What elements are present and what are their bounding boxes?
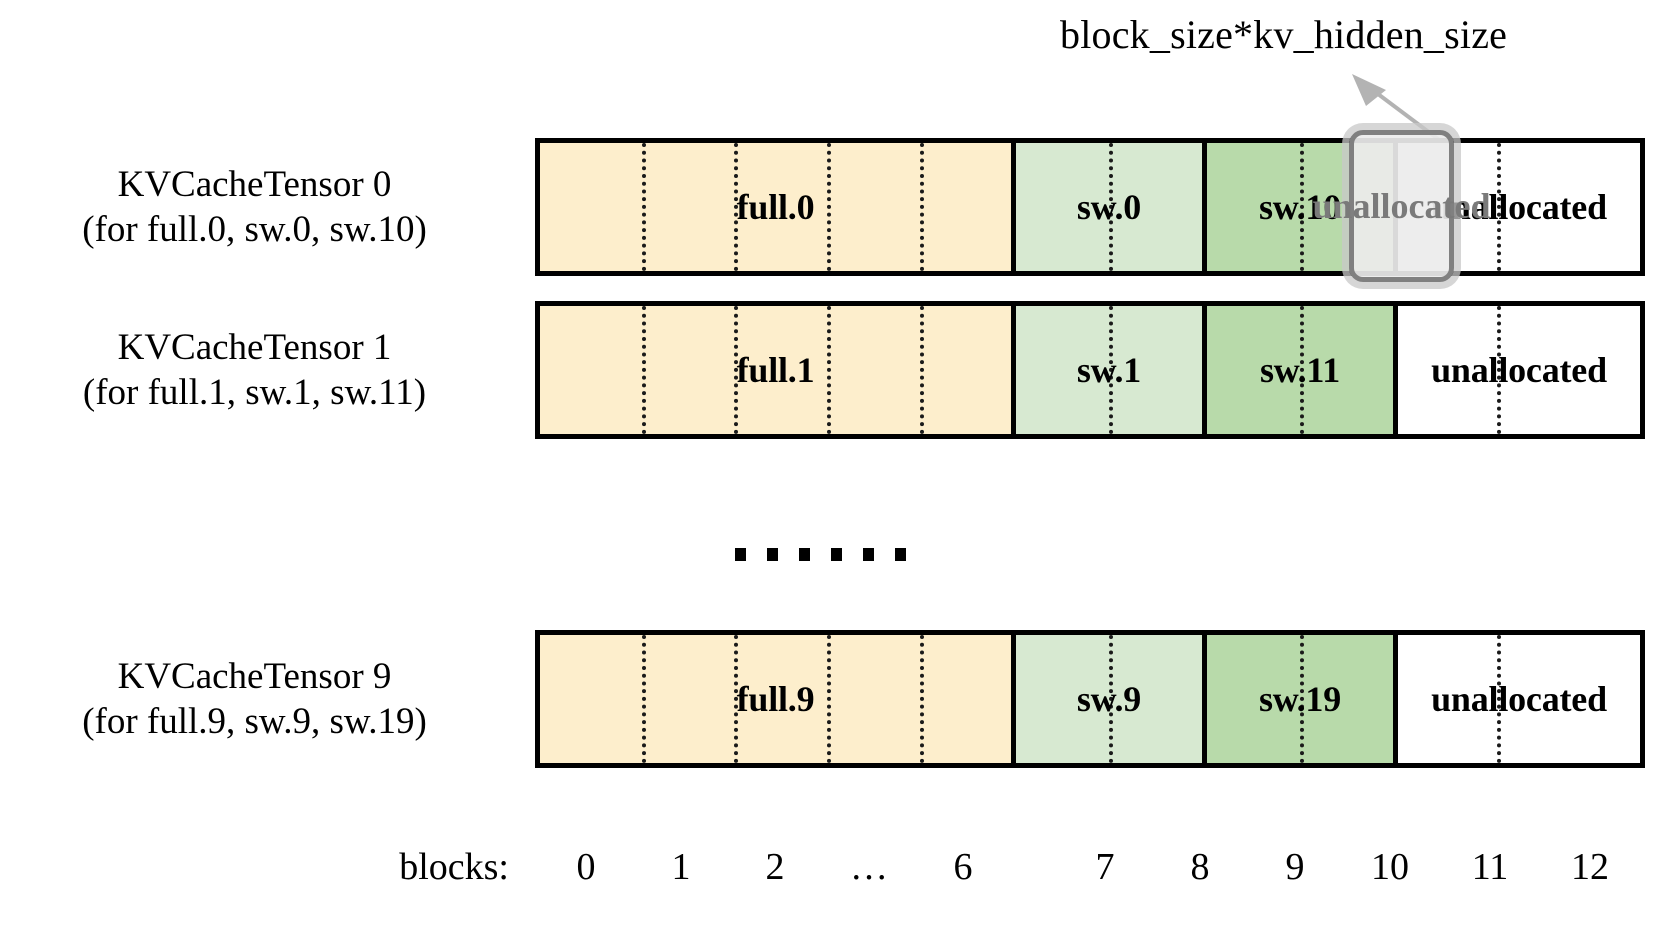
- segment-label: sw.9: [1076, 678, 1142, 719]
- tensor-bar: full.9 sw.9 sw.19 unallocated: [535, 630, 1645, 768]
- segment-label: sw.1: [1076, 349, 1142, 390]
- segment-full[interactable]: full.1: [540, 306, 1011, 434]
- tensor-row-label: KVCacheTensor 1 (for full.1, sw.1, sw.11…: [0, 325, 535, 415]
- tensor-row-label-line1: KVCacheTensor 1: [117, 326, 392, 368]
- segment-label: full.0: [736, 186, 815, 227]
- axis-tick: 8: [1190, 846, 1210, 888]
- segment-label: full.9: [736, 678, 815, 719]
- axis-tick: 0: [576, 846, 596, 888]
- axis-tick: 7: [1095, 846, 1115, 888]
- segment-sw-light[interactable]: sw.0: [1011, 143, 1202, 271]
- tensor-row-label-line1: KVCacheTensor 0: [117, 163, 392, 205]
- axis-tick: 9: [1285, 846, 1305, 888]
- tensor-row-label-line1: KVCacheTensor 9: [117, 655, 392, 697]
- axis-tick: 11: [1471, 846, 1509, 888]
- segment-label: unallocated: [1431, 349, 1607, 390]
- segment-full[interactable]: full.9: [540, 635, 1011, 763]
- segment-unallocated[interactable]: unallocated: [1393, 306, 1640, 434]
- blocks-axis-ticks: 0 1 2 … 6 7 8 9 10 11 12: [535, 848, 1645, 898]
- tensor-row-label-line2: (for full.1, sw.1, sw.11): [82, 372, 427, 413]
- tensor-row-label: KVCacheTensor 0 (for full.0, sw.0, sw.10…: [0, 162, 535, 252]
- segment-sw-dark[interactable]: sw.19: [1202, 635, 1393, 763]
- segment-label: sw.10: [1258, 186, 1342, 227]
- segment-full[interactable]: full.0: [540, 143, 1011, 271]
- segment-unallocated[interactable]: unallocated: [1393, 635, 1640, 763]
- segment-label: sw.19: [1258, 678, 1342, 719]
- axis-tick: 12: [1571, 846, 1609, 888]
- tensor-row: KVCacheTensor 1 (for full.1, sw.1, sw.11…: [0, 300, 1676, 440]
- block-highlight-label: unallocated: [1312, 185, 1491, 226]
- block-highlight-box[interactable]: unallocated: [1313, 130, 1491, 282]
- segment-sw-light[interactable]: sw.1: [1011, 306, 1202, 434]
- axis-tick: 2: [765, 846, 785, 888]
- rows-ellipsis: [735, 548, 906, 561]
- tensor-row: KVCacheTensor 0 (for full.0, sw.0, sw.10…: [0, 137, 1676, 277]
- tensor-row-label-line2: (for full.9, sw.9, sw.19): [82, 701, 427, 742]
- segment-label: sw.11: [1259, 349, 1341, 390]
- segment-sw-dark[interactable]: sw.11: [1202, 306, 1393, 434]
- tensor-row-label-line2: (for full.0, sw.0, sw.10): [82, 209, 427, 250]
- segment-label: sw.0: [1076, 186, 1142, 227]
- axis-tick: 6: [953, 846, 973, 888]
- segment-label: unallocated: [1431, 186, 1607, 227]
- blocks-axis: blocks: 0 1 2 … 6 7 8 9 10 11 12: [0, 848, 1676, 908]
- axis-tick: …: [850, 846, 888, 888]
- segment-label: unallocated: [1431, 678, 1607, 719]
- axis-tick: 10: [1371, 846, 1409, 888]
- axis-tick: 1: [671, 846, 691, 888]
- tensor-bar: full.1 sw.1 sw.11 unallocated: [535, 301, 1645, 439]
- segment-label: full.1: [736, 349, 815, 390]
- blocks-axis-title: blocks:: [399, 846, 509, 888]
- segment-sw-light[interactable]: sw.9: [1011, 635, 1202, 763]
- annotation-label: block_size*kv_hidden_size: [1060, 12, 1508, 57]
- tensor-row-label: KVCacheTensor 9 (for full.9, sw.9, sw.19…: [0, 654, 535, 744]
- tensor-row: KVCacheTensor 9 (for full.9, sw.9, sw.19…: [0, 629, 1676, 769]
